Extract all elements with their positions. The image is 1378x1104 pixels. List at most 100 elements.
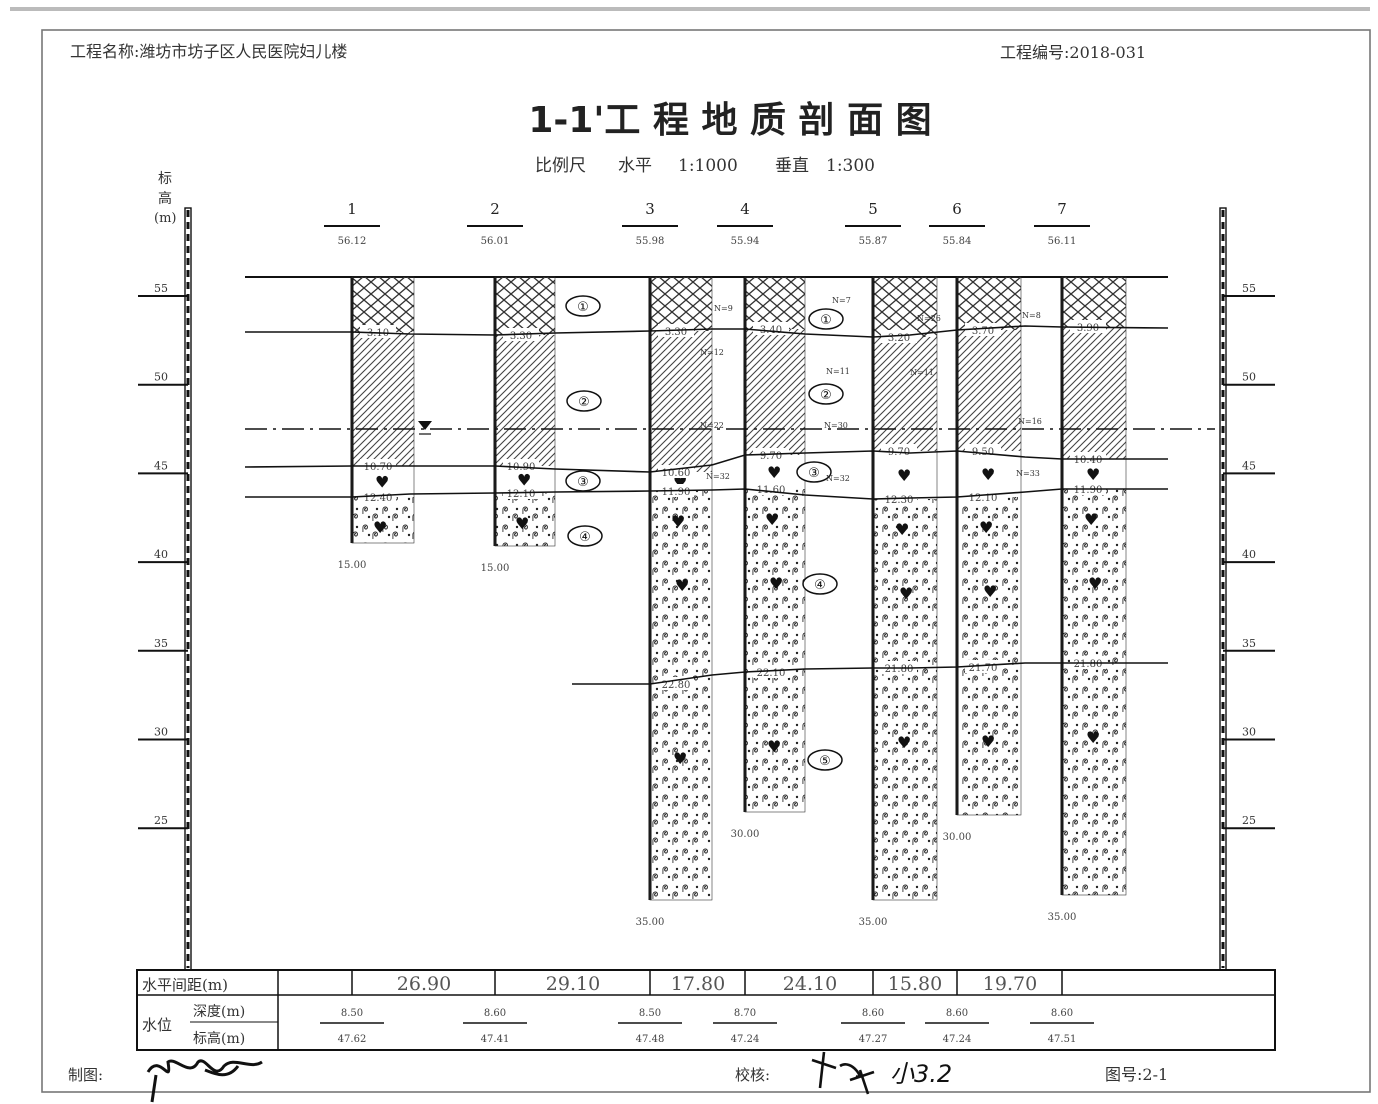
borehole-outline [351,276,415,544]
borehole-number: 2 [490,200,500,218]
depth-label-bg [965,490,1001,503]
layer-mark: ⑤ [807,749,843,771]
depth-label-bg [360,490,396,503]
scale-horizontal-value: 1:1000 [678,156,738,176]
layer-mark: ③ [796,461,832,483]
checked-by-label: 校核: [735,1066,770,1084]
layer-depth-label: 3.70 [972,326,994,337]
scale-vertical-label: 垂直 [775,156,809,176]
layer-depth-label: 3.30 [510,331,532,342]
layer-boundaries [244,325,1169,685]
sand-symbol: ♥ [769,574,783,593]
water-elev-value: 47.27 [859,1034,888,1045]
layer-mark: ② [566,390,602,412]
bottom-table [136,969,1276,1051]
borehole-elevation: 55.94 [731,236,760,247]
layer-sand [352,497,414,543]
layer-sand [957,497,1021,815]
clay-symbol: ♥ [517,471,531,490]
axis-tick-label-left-45: 45 [154,459,168,472]
project-number: 工程编号:2018-031 [1000,43,1146,62]
layer-mark-ellipse [565,295,601,317]
boundary-2-3 [244,450,1168,473]
water-elev-value: 47.51 [1048,1034,1077,1045]
layer-mark-ellipse [796,461,832,483]
spt-label: N=22 [700,421,724,430]
layer-depth-label: 10.40 [1074,455,1103,466]
layer-clay [957,451,1021,497]
layer-depth-label: 22.10 [757,668,786,679]
borehole-elevation: 56.11 [1048,236,1077,247]
layer-depth-label: 10.60 [662,468,691,479]
axis-tick-label-right-40: 40 [1242,548,1256,561]
layer-mark-ellipse [567,525,603,547]
depth-label-bg [881,444,917,457]
layer-depth-label: 11.90 [662,487,691,498]
layer-mark-label: ② [578,395,590,410]
axis-tick-label-left-40: 40 [154,548,168,561]
axis-tick-label-left-50: 50 [154,371,168,384]
layer-depth-label: 12.10 [507,489,536,500]
layer-fill-soil [495,277,555,335]
layer-fill-soil [352,277,414,332]
layer-depth-label: 3.30 [665,327,687,338]
scale-vertical-value: 1:300 [826,156,875,176]
borehole-number: 6 [952,200,962,218]
depth-label-bg [503,459,539,472]
layer-mark-ellipse [807,749,843,771]
borehole-elevation: 56.12 [338,236,367,247]
table-water-label: 水位 [142,1016,172,1034]
layer-silty-clay [352,332,414,466]
borehole-outline [956,276,1022,816]
layer-depth-label: 11.90 [1074,485,1103,496]
axis-tick-label-right-55: 55 [1242,282,1256,295]
water-elev-value: 47.24 [943,1034,972,1045]
layer-fill-soil [1062,277,1126,327]
layer-depth-label: 3.20 [888,333,910,344]
distance-value: 19.70 [983,973,1037,995]
distance-value: 15.80 [888,973,942,995]
borehole-number: 5 [868,200,878,218]
layer-depth-label: 3.90 [1077,323,1099,334]
sand-symbol: ♥ [981,732,995,751]
layer-mark-ellipse [808,308,844,330]
layer-depth-label: 21.80 [885,664,914,675]
axis-tick-label-left-55: 55 [154,282,168,295]
layer-silty-clay [873,337,937,451]
spt-label: N=12 [700,348,724,357]
distance-value: 29.10 [546,973,600,995]
water-depth-value: 8.60 [484,1008,506,1019]
sand-symbol: ♥ [767,737,781,756]
sand-symbol: ♥ [673,749,687,768]
water-table-icon [418,421,432,430]
water-elev-value: 47.62 [338,1034,367,1045]
layer-depth-label: 12.40 [364,493,393,504]
layer-depth-label: 10.70 [364,462,393,473]
clay-symbol: ♥ [375,473,389,492]
spt-label: N=32 [706,472,730,481]
layer-mark-label: ③ [808,466,820,481]
drawn-by-label: 制图: [68,1066,103,1084]
layer-fill-soil [745,277,805,329]
depth-label-bg [658,677,694,690]
layer-depth-label: 12.30 [885,495,914,506]
axis-tick-label-right-35: 35 [1242,637,1256,650]
project-name: 工程名称:潍坊市坊子区人民医院妇儿楼 [70,42,347,61]
layer-silty-clay [745,329,805,455]
borehole-outline [494,276,556,547]
spt-label: N=32 [826,474,850,483]
water-values: 8.5047.628.6047.418.5047.488.7047.248.60… [320,1008,1094,1045]
checked-by-signature [811,1051,875,1095]
sand-symbol: ♥ [983,582,997,601]
depth-label-bg [881,330,917,343]
axis-tick-label-left-30: 30 [154,726,168,739]
layer-mark-label: ① [577,300,589,315]
sand-symbol: ♥ [765,510,779,529]
layer-mark-label: ① [820,313,832,328]
layer-sand [873,499,937,900]
